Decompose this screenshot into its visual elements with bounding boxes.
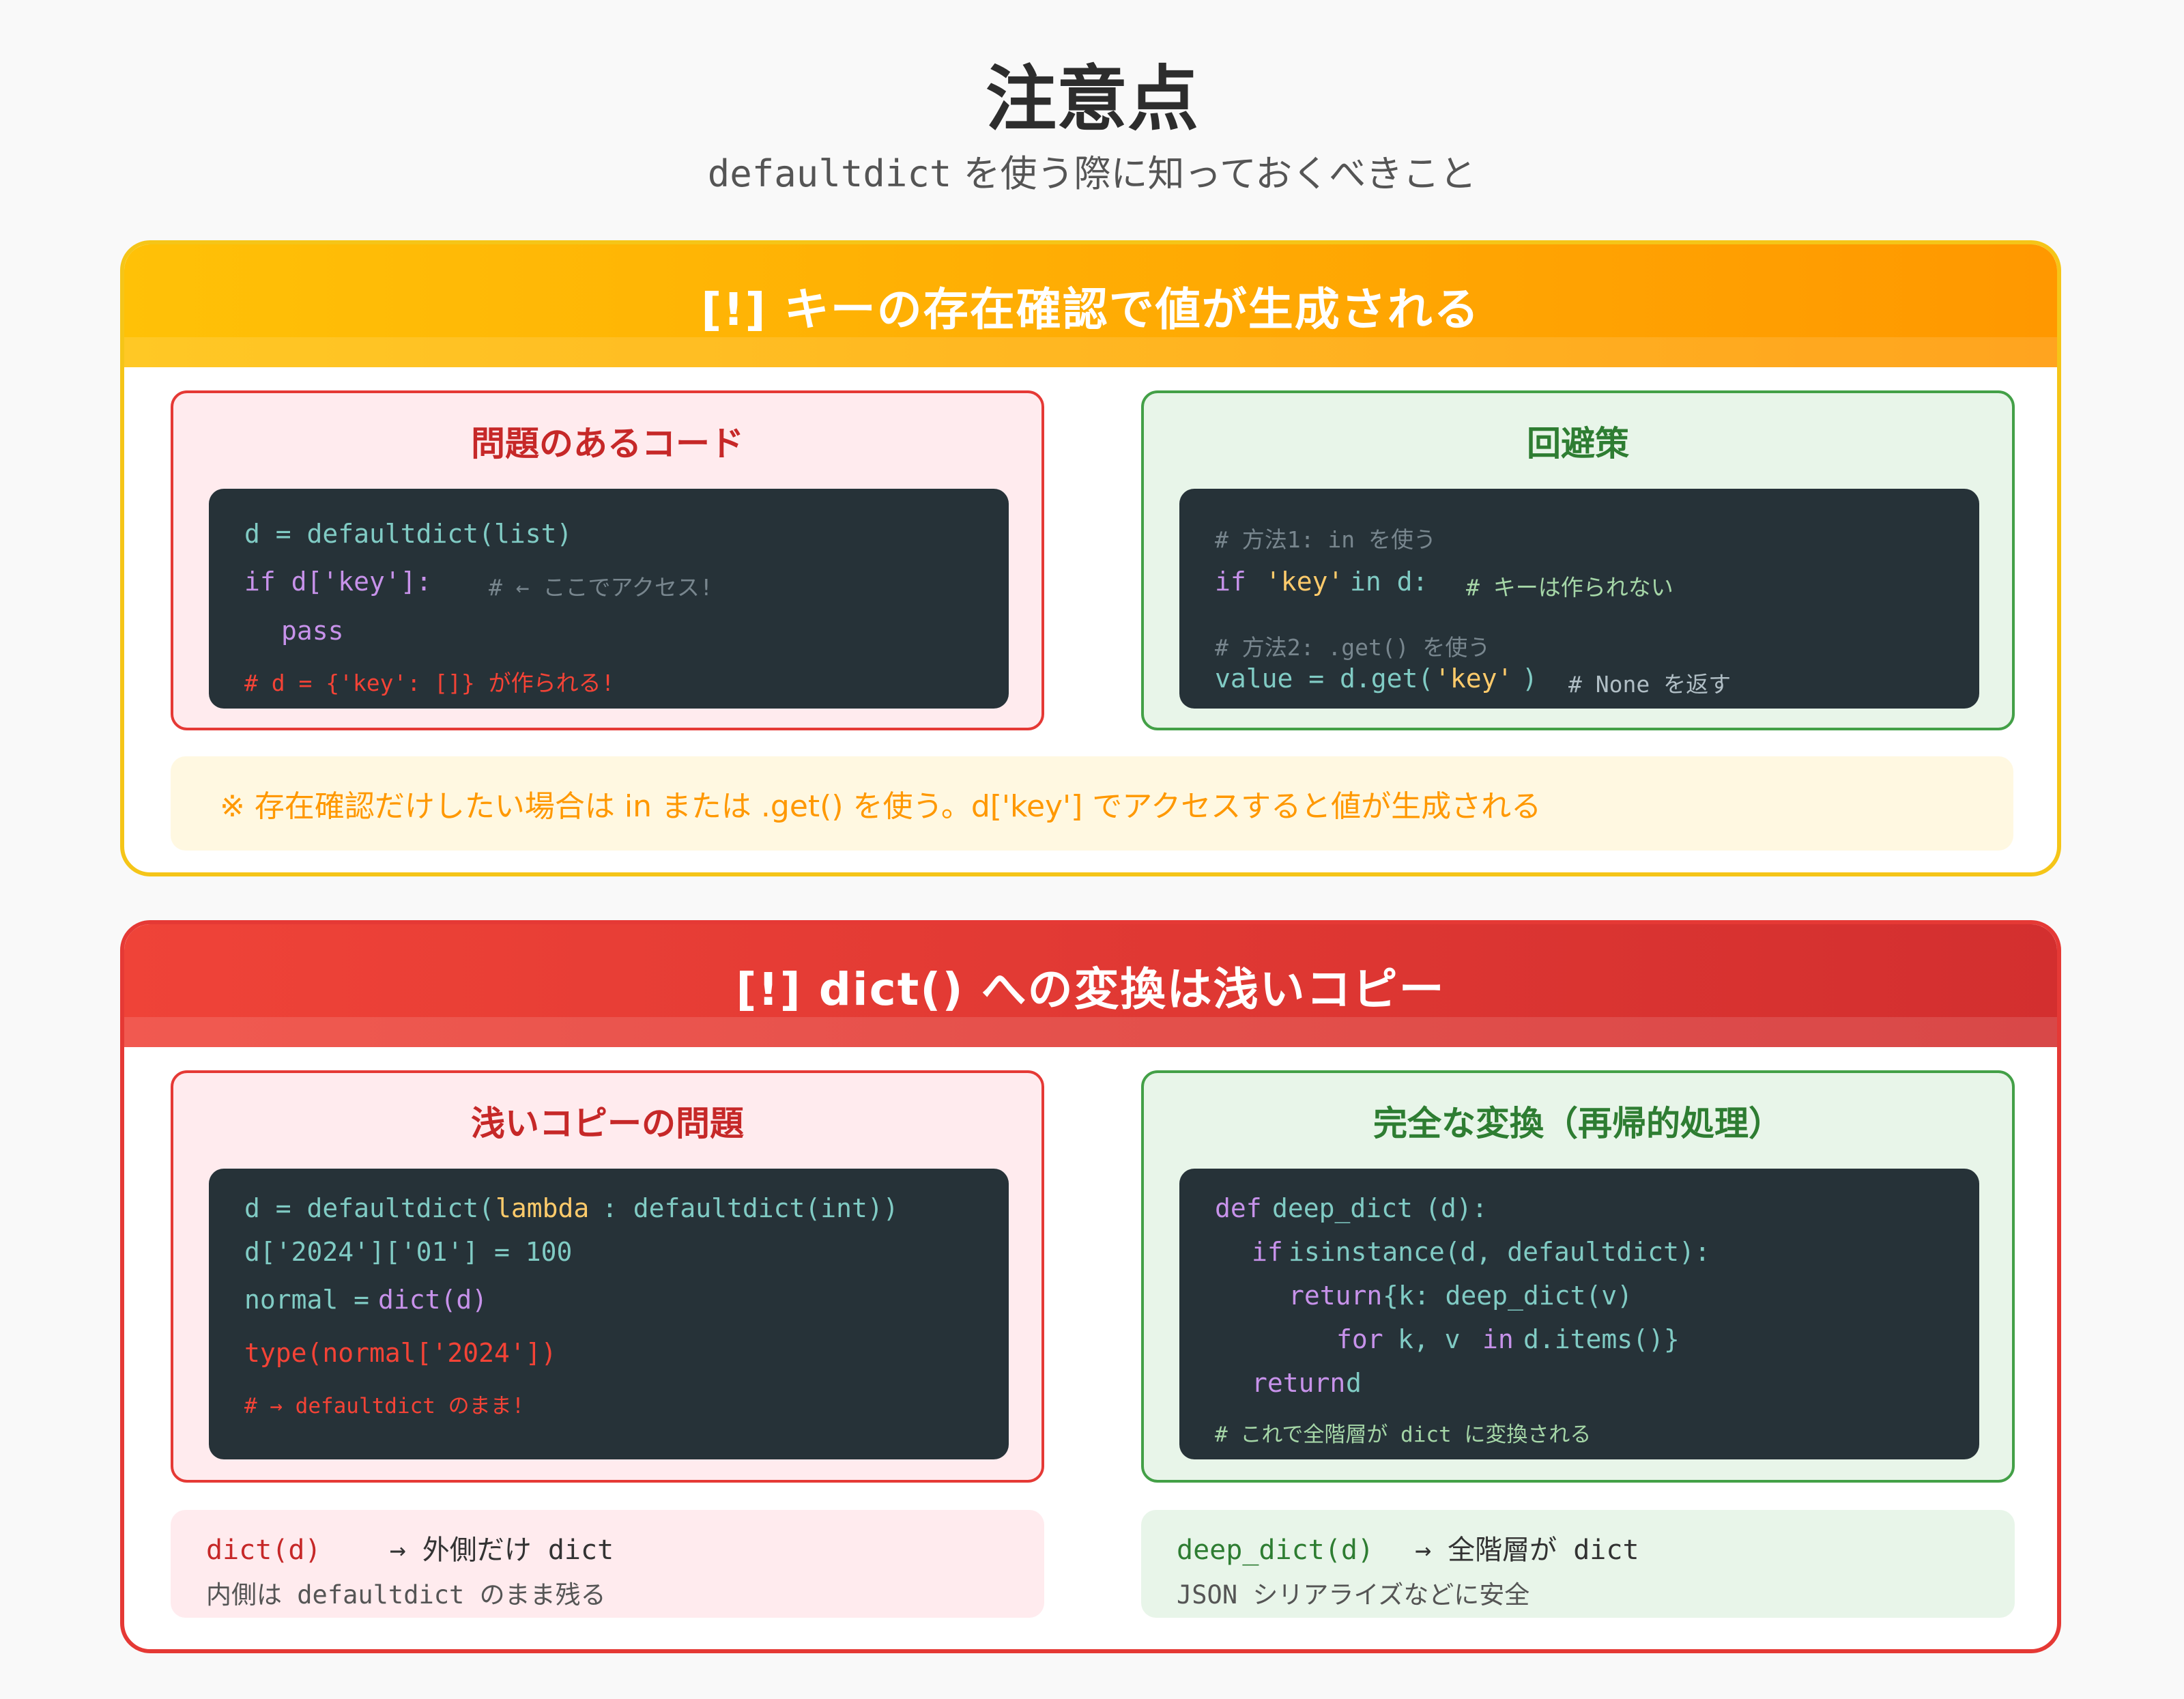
code-line: {k: deep_dict(v) [1383, 1281, 1633, 1311]
code-line: d = defaultdict( [244, 1193, 495, 1223]
code-block: d = defaultdict( lambda : defaultdict(in… [209, 1169, 1009, 1459]
summary-result: → 外側だけ dict [389, 1534, 614, 1566]
summary-code: deep_dict(d) [1177, 1534, 1374, 1566]
summary-line: deep_dict(d) → 全階層が dict [1177, 1528, 1639, 1567]
summary-detail: JSON シリアライズなどに安全 [1177, 1580, 1530, 1610]
code-string: 'key' [1265, 567, 1344, 597]
code-keyword: return [1252, 1368, 1346, 1398]
section-title: [!] キーの存在確認で値が生成される [701, 283, 1480, 336]
code-line: d = defaultdict(list) [244, 519, 573, 549]
code-function-name: deep_dict [1272, 1193, 1413, 1223]
deep-copy-summary: deep_dict(d) → 全階層が dict JSON シリアライズなどに安全 [1141, 1510, 2015, 1618]
code-line: d['2024']['01'] = 100 [244, 1237, 573, 1267]
header-highlight [124, 1017, 2057, 1047]
problem-code-panel: 問題のあるコード d = defaultdict(list) if d['key… [171, 390, 1044, 730]
full-conversion-panel: 完全な変換（再帰的処理） def deep_dict (d): if isins… [1141, 1070, 2015, 1483]
code-comment: # これで全階層が dict に変換される [1215, 1423, 1592, 1447]
code-keyword: def [1215, 1193, 1262, 1223]
panel-title: 浅いコピーの問題 [471, 1104, 744, 1143]
code-comment: # None を返す [1568, 671, 1732, 698]
code-line: normal = [244, 1285, 385, 1315]
header-highlight [124, 337, 2057, 367]
section-key-existence: [!] キーの存在確認で値が生成される 問題のあるコード d = default… [120, 240, 2061, 876]
code-builtin: dict(d) [378, 1285, 488, 1315]
panel-title: 完全な変換（再帰的処理） [1373, 1104, 1783, 1143]
code-line: k, v [1398, 1324, 1461, 1354]
summary-code: dict(d) [206, 1534, 321, 1566]
code-keyword: lambda [495, 1193, 590, 1223]
page-subtitle: defaultdict を使う際に知っておくべきこと [0, 143, 2184, 197]
code-comment: # 方法1: in を使う [1215, 526, 1436, 553]
code-line: : defaultdict(int)) [602, 1193, 899, 1223]
summary-line: dict(d) → 外側だけ dict [206, 1528, 614, 1567]
code-line: isinstance(d, defaultdict): [1289, 1237, 1710, 1267]
section-title: [!] dict() への変換は浅いコピー [736, 963, 1446, 1016]
summary-detail: 内側は defaultdict のまま残る [206, 1580, 606, 1610]
code-line: d [1346, 1368, 1362, 1398]
code-line: value = d.get( [1215, 663, 1434, 694]
subtitle-code: defaultdict [707, 152, 952, 195]
code-comment: # 方法2: .get() を使う [1215, 634, 1491, 661]
code-line: in d: [1350, 567, 1428, 597]
panel-title: 回避策 [1527, 424, 1629, 463]
note-banner: ※ 存在確認だけしたい場合は in または .get() を使う。d['key'… [171, 756, 2013, 851]
workaround-panel: 回避策 # 方法1: in を使う if 'key' in d: # キーは作ら… [1141, 390, 2015, 730]
shallow-copy-problem-panel: 浅いコピーの問題 d = defaultdict( lambda : defau… [171, 1070, 1044, 1483]
code-block: d = defaultdict(list) if d['key']: # ← こ… [209, 489, 1009, 709]
subtitle-text: を使う際に知っておくべきこと [951, 152, 1477, 195]
summary-result: → 全階層が dict [1414, 1534, 1639, 1566]
code-keyword: in [1482, 1324, 1514, 1354]
section-header: [!] dict() への変換は浅いコピー [124, 924, 2057, 1047]
code-keyword: for [1336, 1324, 1383, 1354]
code-line: (d): [1425, 1193, 1488, 1223]
code-comment: # キーは作られない [1466, 574, 1673, 601]
code-line: if d['key']: [244, 567, 432, 597]
code-line: ) [1522, 663, 1538, 694]
code-comment-warning: # → defaultdict のまま! [244, 1394, 525, 1418]
section-shallow-copy: [!] dict() への変換は浅いコピー 浅いコピーの問題 d = defau… [120, 920, 2061, 1653]
code-string: 'key' [1435, 663, 1513, 694]
code-comment-warning: # d = {'key': []} が作られる! [244, 670, 615, 696]
code-keyword: if [1215, 567, 1246, 597]
code-comment: # ← ここでアクセス! [489, 574, 713, 601]
page-title: 注意点 [985, 57, 1198, 141]
shallow-copy-summary: dict(d) → 外側だけ dict 内側は defaultdict のまま残る [171, 1510, 1044, 1618]
code-keyword: return [1289, 1281, 1383, 1311]
code-block: # 方法1: in を使う if 'key' in d: # キーは作られない … [1179, 489, 1979, 709]
code-block: def deep_dict (d): if isinstance(d, defa… [1179, 1169, 1979, 1459]
code-line-highlight: type(normal['2024']) [244, 1338, 557, 1368]
code-line: d.items()} [1523, 1324, 1680, 1354]
panel-title: 問題のあるコード [471, 424, 744, 463]
section-header: [!] キーの存在確認で値が生成される [124, 244, 2057, 367]
code-line: pass [281, 616, 344, 646]
code-keyword: if [1252, 1237, 1283, 1267]
